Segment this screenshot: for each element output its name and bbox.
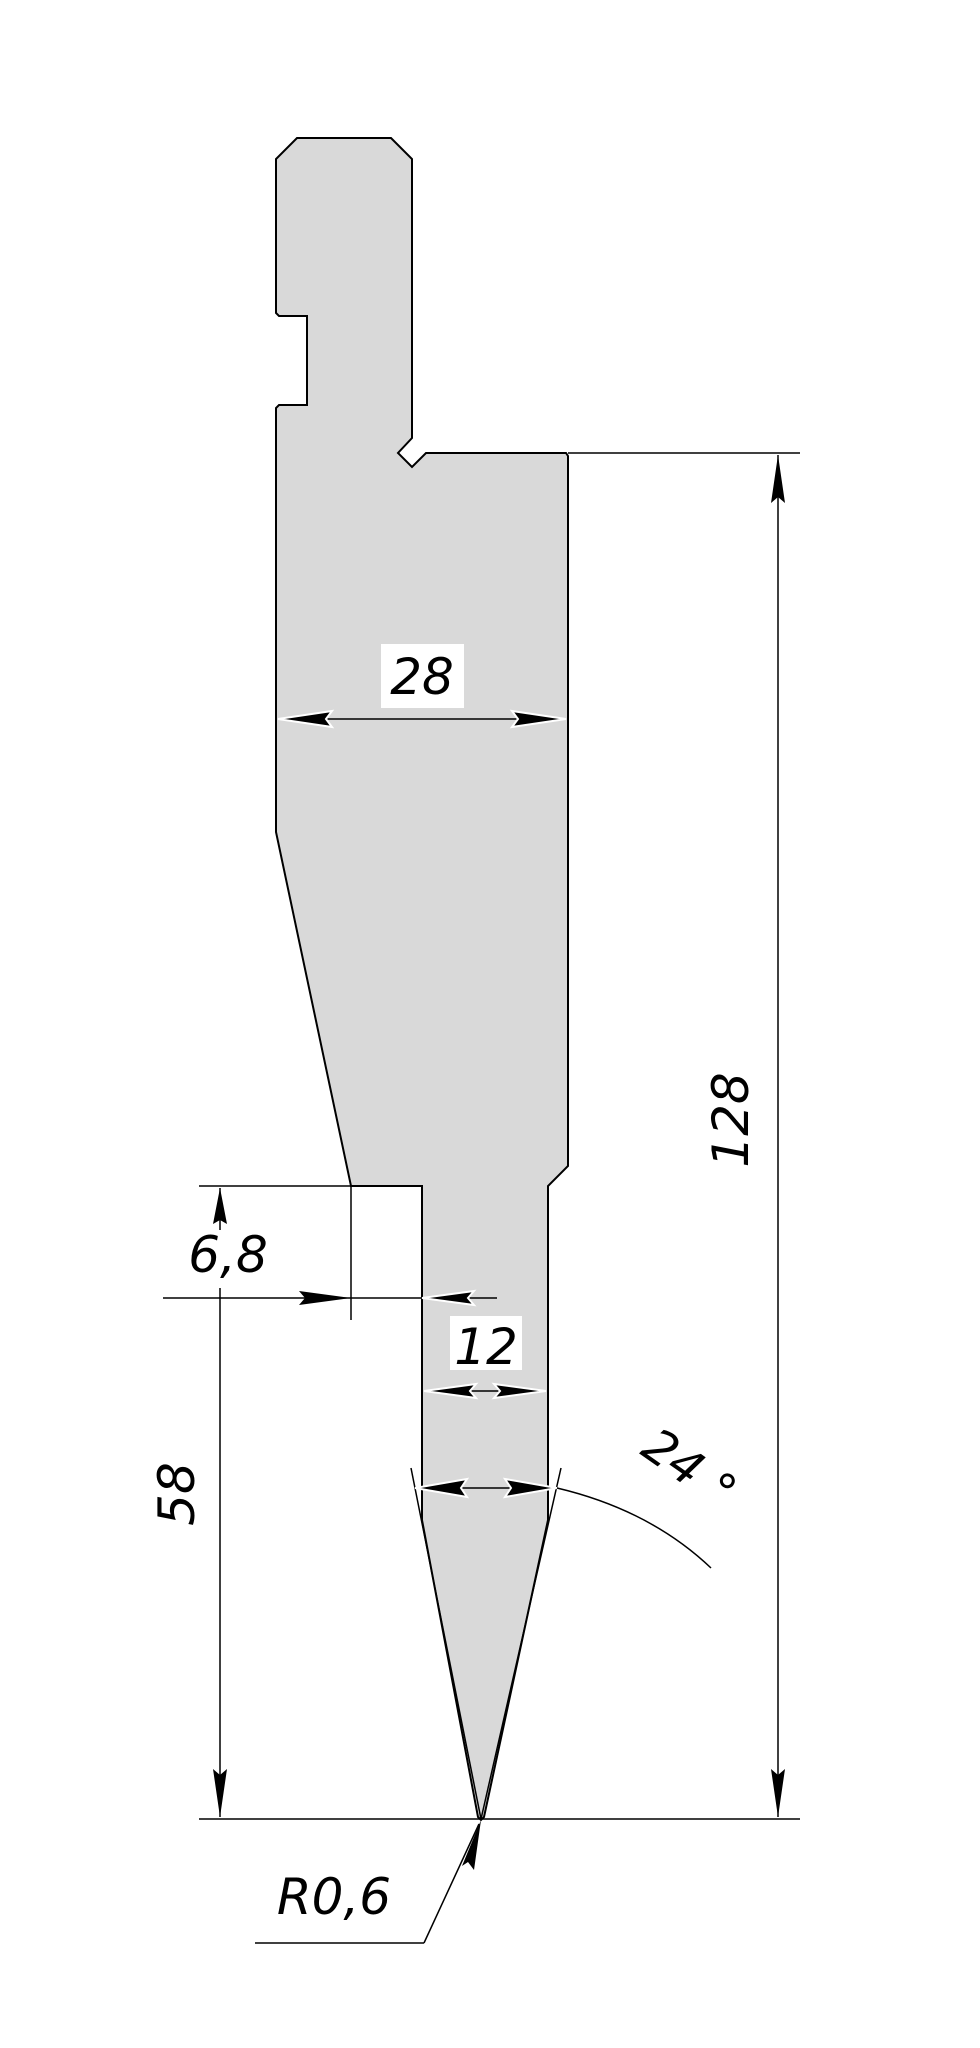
arrow-right — [502, 1477, 558, 1499]
arrow-right — [299, 1291, 351, 1305]
dim-128-label: 128 — [702, 1072, 760, 1167]
dim-28-label: 28 — [390, 648, 454, 706]
dim-radius-label: R0,6 — [277, 1868, 391, 1926]
dim-12-label: 12 — [454, 1318, 518, 1376]
arrow-up — [462, 1820, 481, 1870]
dim-6-8-label: 6,8 — [188, 1226, 268, 1284]
dimension-6-8: 6,8 — [163, 1186, 497, 1320]
arrow-right — [491, 1382, 547, 1400]
dim-58-label: 58 — [148, 1462, 206, 1526]
dim-angle-label: 24 ° — [632, 1417, 746, 1520]
dimension-radius: R0,6 — [255, 1820, 481, 1944]
arrow-left — [277, 709, 335, 729]
punch-profile — [275, 137, 569, 1822]
label-bg — [381, 644, 464, 708]
dimension-12: 12 — [423, 1316, 547, 1400]
dimension-128: 128 — [568, 452, 800, 1817]
arrow-right — [509, 709, 567, 729]
arrow-down — [771, 1769, 785, 1817]
dimension-58: 58 — [148, 1185, 422, 1817]
arrow-left — [414, 1477, 470, 1499]
angle-arc — [556, 1487, 712, 1569]
arrow-left — [421, 1289, 477, 1307]
arrow-left — [423, 1382, 479, 1400]
label-bg — [450, 1316, 522, 1370]
dimension-28: 28 — [277, 644, 567, 729]
arrow-down — [213, 1769, 227, 1817]
arrow-up — [771, 455, 785, 503]
arrow-up — [213, 1188, 227, 1224]
